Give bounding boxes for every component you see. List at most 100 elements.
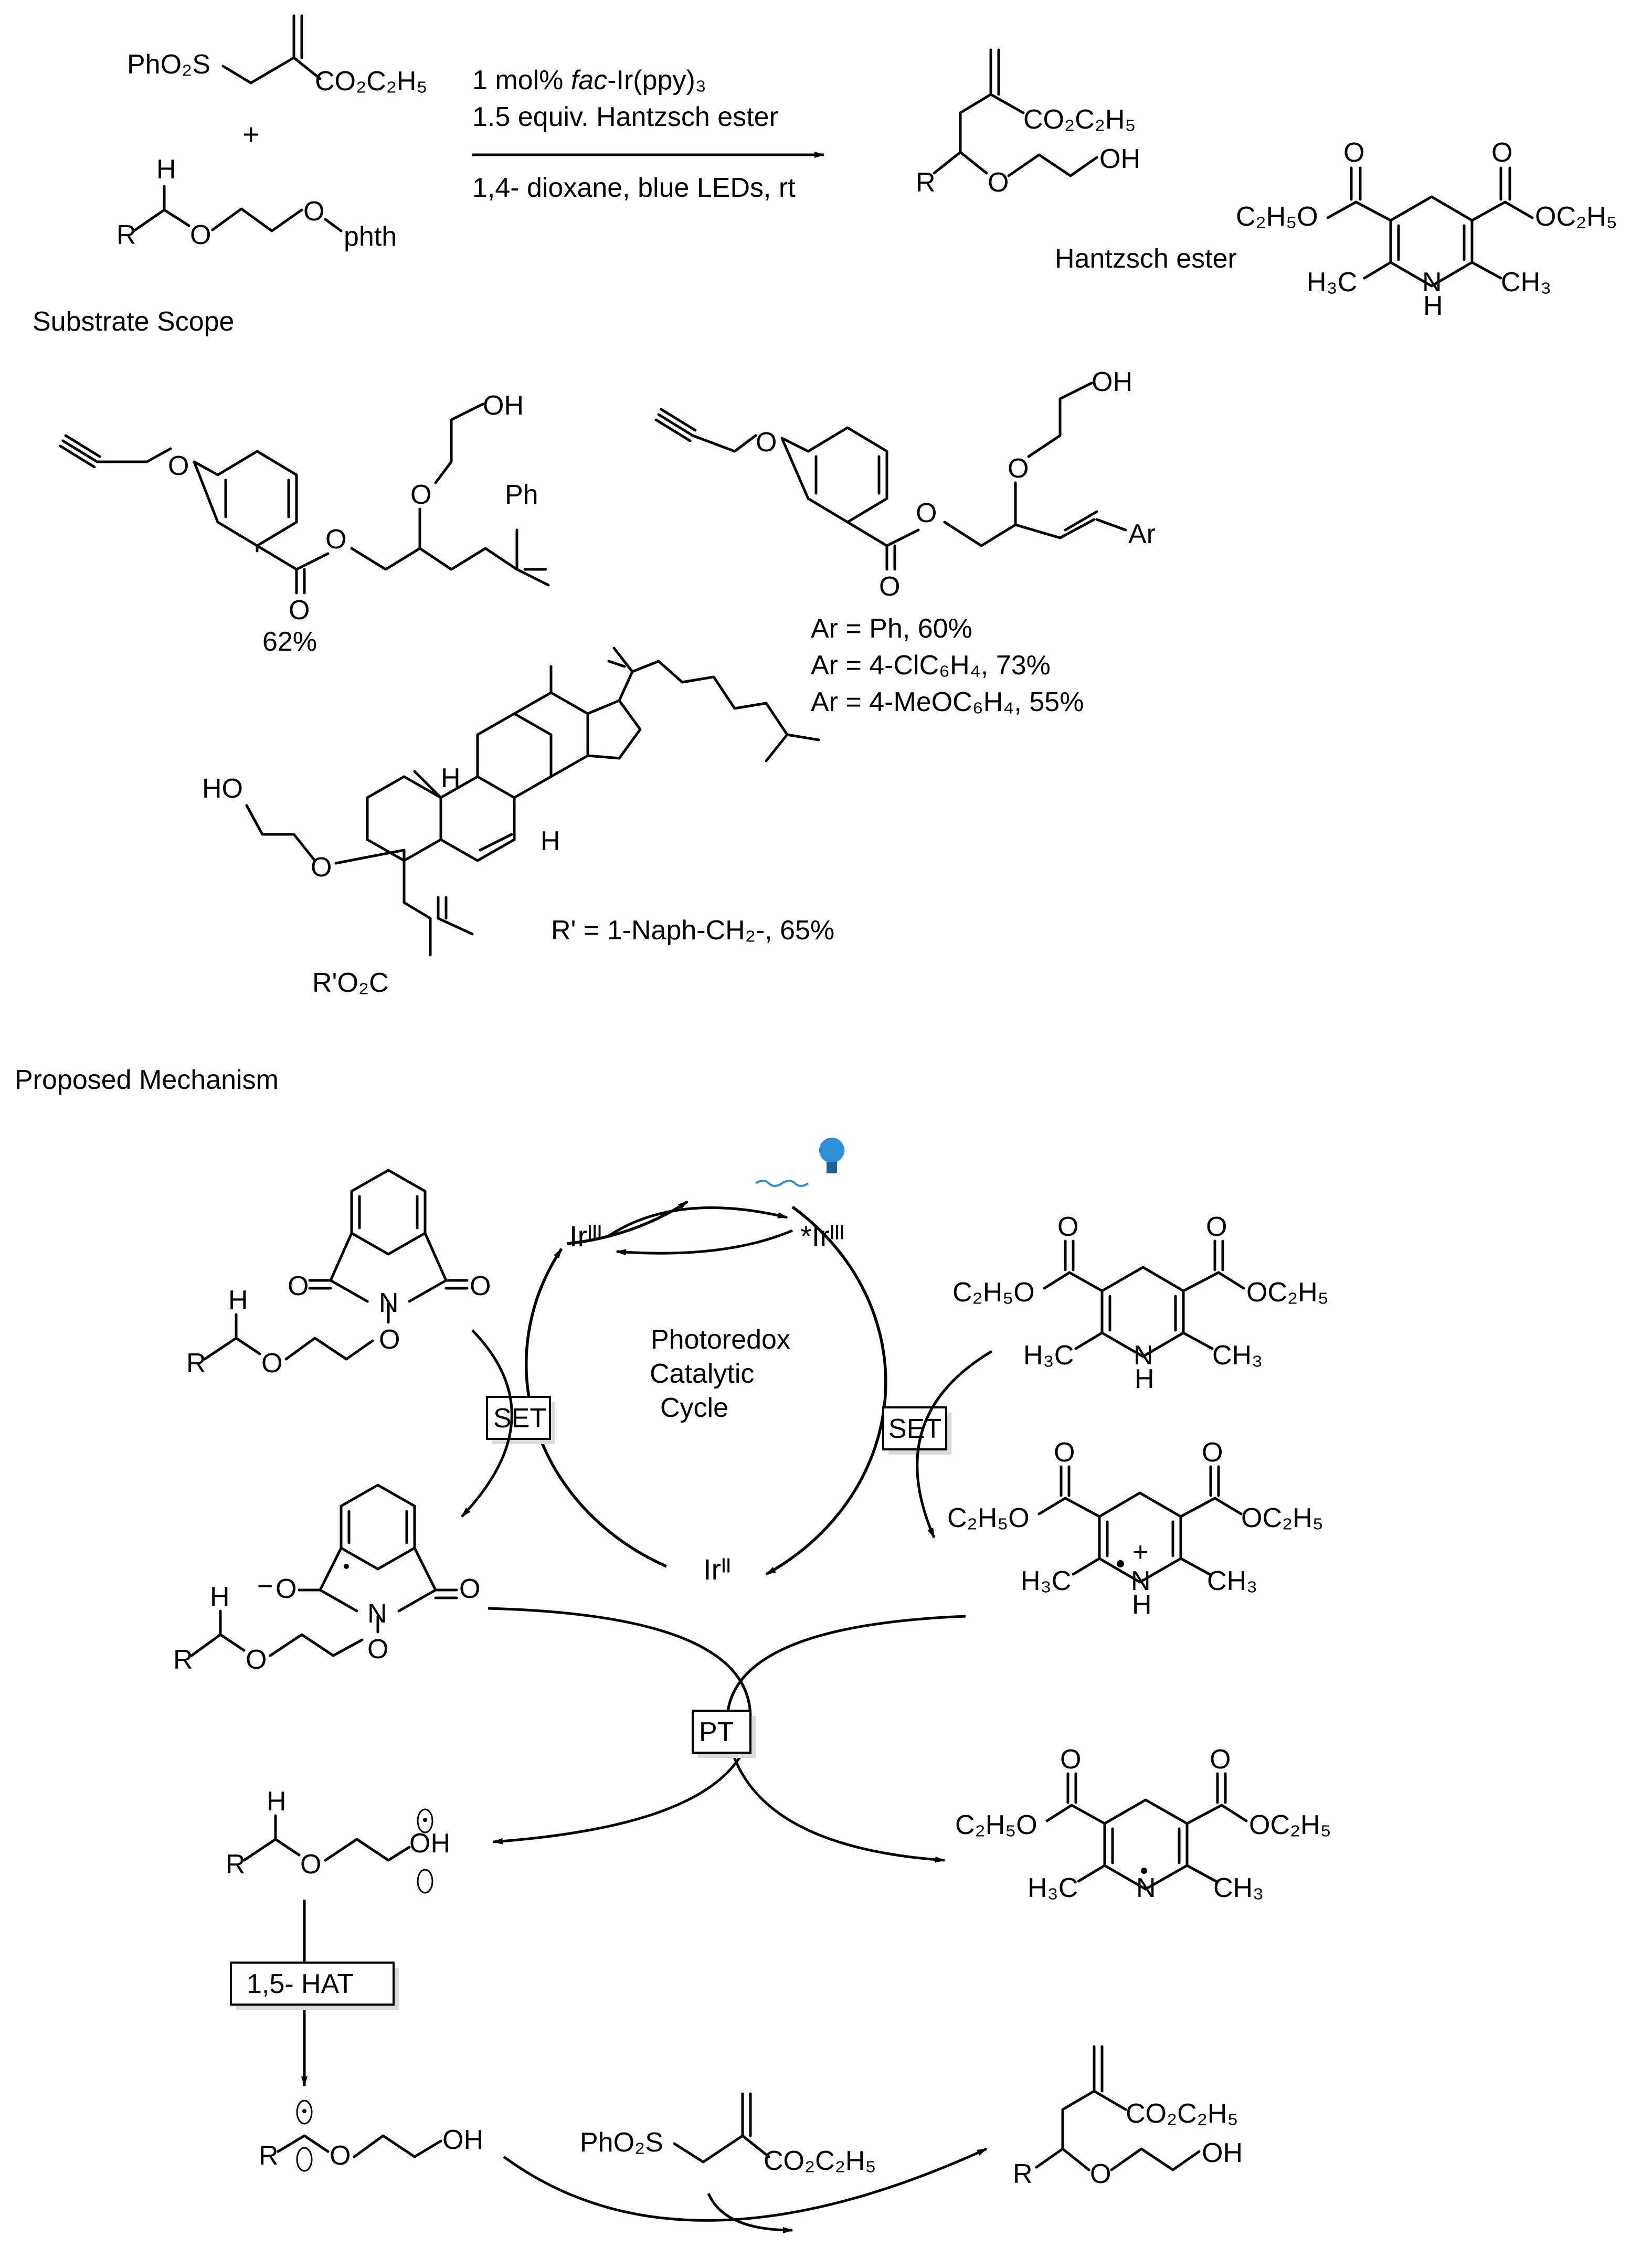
scope-product-2: O O O O OH Ar Ar = Ph, 60% Ar = 4-ClC₆H₄… — [654, 367, 1156, 717]
rc-plus: + — [1132, 1537, 1148, 1567]
pr-me-left: H₃C — [1028, 1873, 1078, 1903]
substrate-o: O — [190, 220, 211, 250]
hantzsch-nh: H — [1423, 291, 1443, 321]
rc-me-right: CH₃ — [1207, 1566, 1257, 1596]
product-ester: CO₂C₂H₅ — [1023, 104, 1136, 135]
rc-et-right: OC₂H₅ — [1241, 1503, 1323, 1533]
hat-box: 1,5- HAT — [230, 1962, 399, 2010]
p1-o1: O — [168, 451, 189, 481]
set-box-right: SET — [882, 1406, 951, 1455]
mech-r: R — [186, 1348, 206, 1379]
pt-label: PT — [699, 1717, 734, 1747]
cr-r: R — [259, 2140, 279, 2171]
cycle-label-3: Cycle — [660, 1393, 728, 1423]
light-bulb-icon — [819, 1138, 844, 1163]
p1-o2: O — [325, 524, 346, 555]
hantzsch-me-right: CH₃ — [1501, 267, 1551, 298]
anion-r: R — [173, 1645, 193, 1675]
p2-o4: O — [1008, 453, 1029, 484]
mh-h: H — [1135, 1364, 1155, 1394]
mech-o-left: O — [288, 1271, 309, 1301]
p1-yield: 62% — [262, 627, 317, 657]
hantzsch-label: Hantzsch ester — [1055, 243, 1237, 274]
set-box-left: SET — [486, 1396, 555, 1444]
mechanism-heading: Proposed Mechanism — [15, 1065, 279, 1095]
mech-carbon-radical: R O OH — [259, 2100, 483, 2172]
mh-me-right: CH₃ — [1212, 1340, 1263, 1371]
mech-final-product: CO₂C₂H₅ R O OH — [1013, 2045, 1243, 2189]
scope-product-1: O O O O OH Ph 62% — [59, 390, 550, 657]
rc-h: H — [1132, 1589, 1152, 1620]
p3-note: R' = 1-Naph-CH₂-, 65% — [551, 915, 834, 946]
mech-radical-cation: O O C₂H₅O OC₂H₅ H₃C CH₃ N H + — [947, 1437, 1323, 1620]
hantzsch-o-right: O — [1491, 137, 1512, 168]
mh-n: N — [1134, 1340, 1153, 1371]
ir-iii-excited: *Irᴵᴵᴵ — [800, 1220, 844, 1253]
rc-o-right: O — [1202, 1437, 1223, 1468]
scope-heading: Substrate Scope — [33, 306, 234, 337]
hantzsch-ester-structure: Hantzsch ester O O C₂H₅O OC₂H₅ H₃C CH₃ N… — [1055, 137, 1617, 321]
set-right-label: SET — [888, 1414, 941, 1444]
sulfone-label: PhO₂S — [127, 49, 210, 80]
cycle-label-2: Catalytic — [650, 1359, 754, 1389]
cr-oh: OH — [442, 2125, 483, 2155]
ir-ii: Irᴵᴵ — [703, 1553, 731, 1586]
ar-o: O — [300, 1849, 321, 1880]
condition-catalyst: 1 mol% fac-Ir(ppy)₃ — [472, 65, 706, 96]
rc-et-left: C₂H₅O — [947, 1503, 1030, 1533]
condition-hantzsch: 1.5 equiv. Hantzsch ester — [472, 102, 778, 132]
product-r: R — [916, 167, 936, 198]
p1-ph: Ph — [505, 480, 538, 510]
mech-o-right: O — [470, 1271, 491, 1301]
cycle-label-1: Photoredox — [651, 1324, 790, 1355]
fp-oh: OH — [1202, 2138, 1243, 2168]
mech-o-n: O — [379, 1324, 400, 1355]
anion-o: O — [276, 1574, 296, 1604]
mech-o-ether: O — [261, 1348, 282, 1379]
scope-product-3-steroid: HO O H H R'O₂C R' = 1-Naph-CH₂-, 65% — [202, 646, 834, 998]
fs-ester: CO₂C₂H₅ — [764, 2146, 876, 2176]
p2-ar: Ar — [1128, 519, 1156, 549]
mech-allyl-sulfone: PhO₂S CO₂C₂H₅ — [580, 2092, 876, 2176]
ar-h: H — [267, 1786, 287, 1817]
anion-o-ether: O — [246, 1645, 267, 1675]
hat-label: 1,5- HAT — [247, 1969, 354, 1999]
hantzsch-o-left: O — [1343, 137, 1364, 168]
substrate-h: H — [156, 154, 176, 185]
hantzsch-et-right: OC₂H₅ — [1535, 202, 1617, 232]
mech-hantzsch-ester: O O C₂H₅O OC₂H₅ H₃C CH₃ N H — [952, 1212, 1329, 1394]
mh-et-right: OC₂H₅ — [1246, 1277, 1329, 1308]
mech-h: H — [228, 1285, 248, 1316]
p2-yield-2: Ar = 4-ClC₆H₄, 73% — [811, 650, 1051, 681]
set-left-label: SET — [493, 1403, 546, 1434]
p2-oh: OH — [1092, 367, 1132, 397]
pr-o-right: O — [1210, 1744, 1231, 1775]
condition-solvent: 1,4- dioxane, blue LEDs, rt — [472, 173, 796, 203]
reagent-allyl-sulfone: PhO₂S CO₂C₂H₅ — [127, 14, 427, 97]
anion-o2: O — [459, 1574, 480, 1604]
rc-o-left: O — [1054, 1437, 1075, 1468]
p3-h2: H — [541, 826, 560, 856]
mh-o-left: O — [1057, 1212, 1078, 1242]
fp-ester: CO₂C₂H₅ — [1126, 2098, 1238, 2129]
p3-h1: H — [441, 763, 461, 793]
anion-n: N — [367, 1598, 387, 1629]
mh-et-left: C₂H₅O — [952, 1277, 1035, 1308]
mech-radical-anion: − O O N O H R O — [173, 1483, 480, 1675]
product-oh: OH — [1099, 144, 1140, 174]
p2-yield-1: Ar = Ph, 60% — [811, 613, 972, 644]
p1-oh: OH — [483, 390, 524, 421]
reaction-conditions: 1 mol% fac-Ir(ppy)₃ 1.5 equiv. Hantzsch … — [472, 65, 825, 203]
pt-box: PT — [692, 1710, 756, 1758]
product-o: O — [988, 167, 1009, 198]
hantzsch-me-left: H₃C — [1307, 267, 1357, 298]
p2-o3: O — [879, 571, 900, 602]
rc-n: N — [1131, 1566, 1151, 1596]
substrate-r: R — [117, 220, 136, 250]
fp-r: R — [1013, 2159, 1033, 2189]
mech-phthalimide-substrate: O O N O H R O — [186, 1169, 491, 1379]
fs-sulfone: PhO₂S — [580, 2127, 663, 2158]
fp-o: O — [1090, 2159, 1111, 2189]
substrate-phth: phth — [344, 221, 397, 252]
